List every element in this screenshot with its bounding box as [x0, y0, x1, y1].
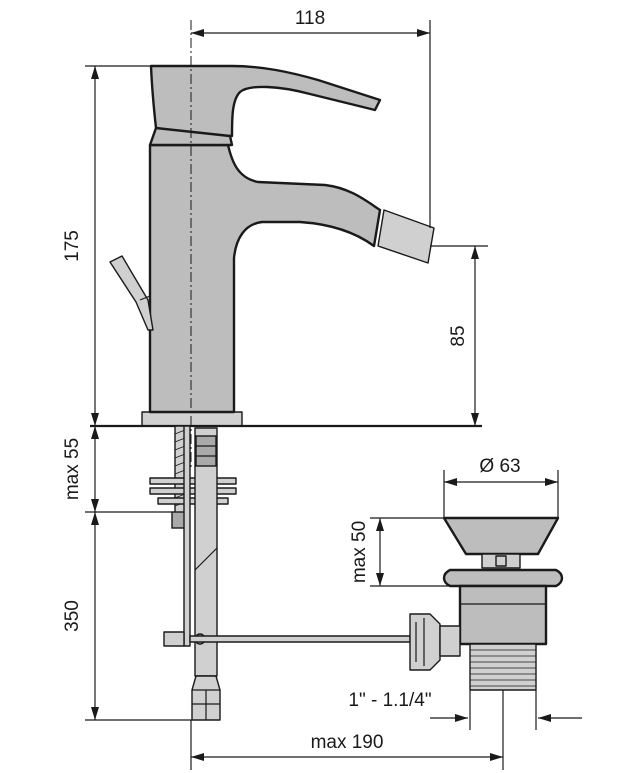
pop-up-reach-label: max 190 — [311, 732, 384, 753]
total-height-label: 175 — [62, 230, 83, 262]
spout-reach-label: 118 — [295, 8, 325, 29]
spout-height-label: 85 — [448, 325, 469, 346]
waste-thread-label: 1" - 1.1/4" — [348, 690, 431, 711]
waste-diameter-label: Ø 63 — [479, 456, 520, 477]
dimension-lines — [85, 20, 582, 770]
pop-up-waste — [409, 516, 564, 691]
waste-height-label: max 50 — [349, 521, 370, 583]
mounting-hardware — [149, 425, 411, 721]
deck-thickness-label: max 55 — [62, 438, 83, 500]
faucet-body — [109, 64, 435, 427]
hose-length-label: 350 — [62, 600, 83, 632]
